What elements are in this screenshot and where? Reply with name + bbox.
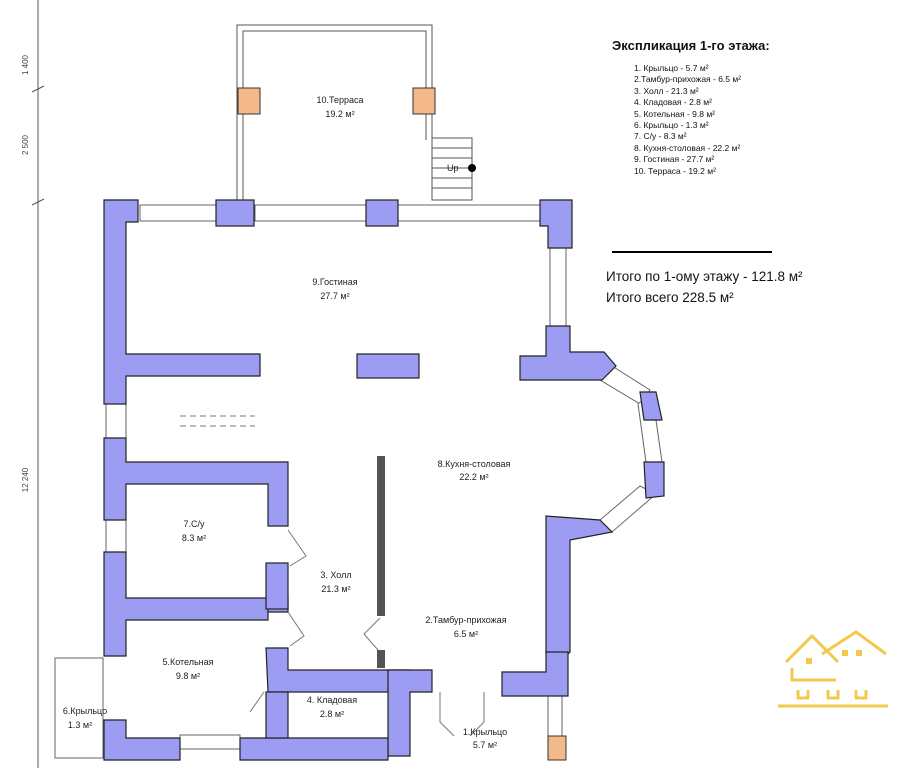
explication-title: Экспликация 1-го этажа: (612, 38, 770, 53)
terrace-column (412, 87, 436, 115)
explication-item: 9. Гостиная - 27.7 м² (634, 154, 715, 165)
door-swings (180, 415, 485, 737)
terrace (236, 24, 433, 205)
house-logo-icon (778, 630, 888, 708)
dim-12240: 12 240 (21, 467, 30, 492)
room-porch-front-area: 5.7 м² (473, 740, 497, 750)
room-storage-area: 2.8 м² (320, 709, 344, 719)
explication-panel: Экспликация 1-го этажа: 1. Крыльцо - 5.7… (612, 38, 902, 177)
terrace-stairs (431, 137, 473, 201)
room-living-area: 27.7 м² (320, 291, 349, 301)
partition (377, 650, 385, 668)
room-kitchen-name: 8.Кухня-столовая (438, 459, 511, 469)
explication-item: 1. Крыльцо - 5.7 м² (634, 63, 709, 73)
partition (377, 456, 385, 616)
windows (54, 204, 663, 759)
room-porch-side-name: 6.Крыльцо (63, 706, 107, 716)
explication-item: 4. Кладовая - 2.8 м² (634, 97, 712, 108)
stairs-marker-icon (468, 164, 476, 172)
total-all: Итого всего 228.5 м² (606, 290, 734, 305)
dim-1400: 1 400 (21, 54, 30, 75)
explication-item: 8. Кухня-столовая - 22.2 м² (634, 142, 741, 153)
explication-item: 5. Котельная - 9.8 м² (634, 108, 716, 119)
terrace-column (237, 87, 261, 115)
porch-column (547, 735, 567, 761)
dim-2500: 2 500 (21, 134, 30, 155)
room-hall-area: 21.3 м² (321, 584, 350, 594)
room-porch-front-name: 1.Крыльцо (463, 727, 507, 737)
totals: Итого по 1-ому этажу - 121.8 м² Итого вс… (606, 266, 803, 308)
room-boiler-area: 9.8 м² (176, 671, 200, 681)
dimension-line (31, 0, 45, 768)
room-storage-name: 4. Кладовая (307, 695, 357, 705)
room-terrace-name: 10.Терраса (316, 95, 363, 105)
explication-item: 6. Крыльцо - 1.3 м² (634, 120, 709, 131)
room-vestibule-name: 2.Тамбур-прихожая (425, 615, 506, 625)
explication-item: 7. С/у - 8.3 м² (634, 131, 687, 142)
room-hall-name: 3. Холл (320, 570, 351, 580)
explication-item: 2.Тамбур-прихожая - 6.5 м² (634, 74, 742, 85)
room-terrace-area: 19.2 м² (325, 109, 354, 119)
room-vestibule-area: 6.5 м² (454, 629, 478, 639)
room-porch-side-area: 1.3 м² (68, 720, 92, 730)
explication-divider (612, 251, 772, 253)
stairs-up-label: Up (447, 163, 459, 173)
explication-list: 1. Крыльцо - 5.7 м² 2.Тамбур-прихожая - … (634, 63, 902, 177)
walls (103, 199, 665, 761)
room-bath-name: 7.С/у (183, 519, 205, 529)
explication-item: 3. Холл - 21.3 м² (634, 85, 699, 96)
room-boiler-name: 5.Котельная (162, 657, 213, 667)
room-living-name: 9.Гостиная (312, 277, 357, 287)
explication-item: 10. Терраса - 19.2 м² (634, 165, 716, 176)
room-kitchen-area: 22.2 м² (459, 472, 488, 482)
room-bath-area: 8.3 м² (182, 533, 206, 543)
total-floor: Итого по 1-ому этажу - 121.8 м² (606, 269, 803, 284)
